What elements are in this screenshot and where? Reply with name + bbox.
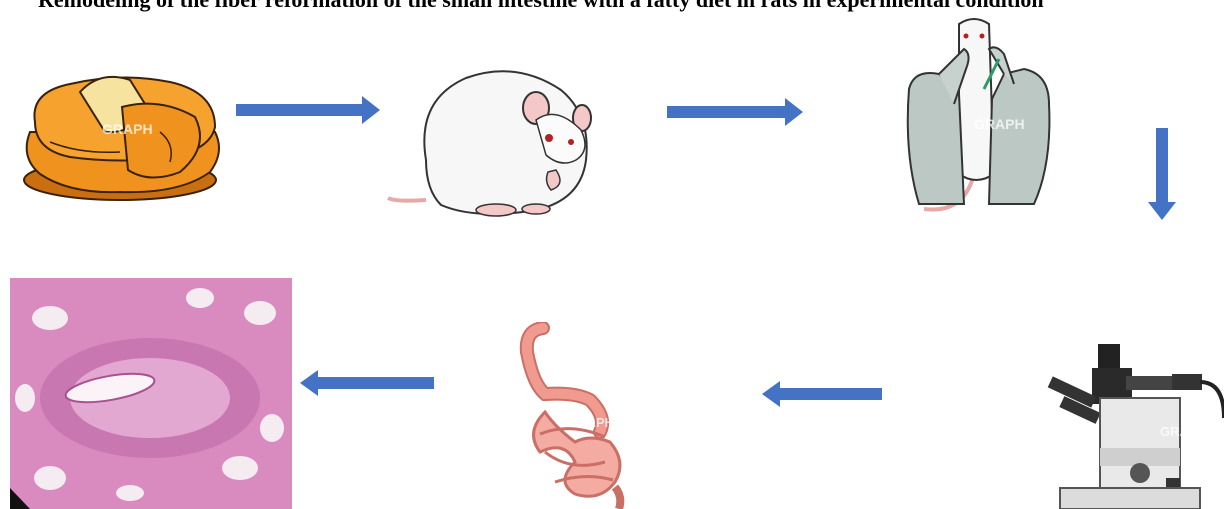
rat-icon [386,60,606,218]
arrow-3-down [1148,128,1176,225]
cheese-icon: GRAPH [10,62,228,204]
small-intestine-icon: GRAPH [515,322,635,509]
step-rat [386,60,606,218]
microscope-icon: GRAPH [1040,338,1224,509]
arrow-4-left [762,381,882,412]
step-injection: GRAPH [904,14,1054,224]
step-intestine: GRAPH [515,322,635,509]
arrow-1-right [236,96,380,129]
watermark-text: GRAPH [567,415,614,430]
step-fatty-diet: GRAPH [10,62,228,204]
figure-title: Remodeling of the fiber reformation of t… [0,0,1224,13]
watermark-text: GRAPH [102,121,153,137]
arrow-5-left [300,370,434,401]
step-microscope: GRAPH [1040,338,1224,509]
histology-section-icon [10,278,292,509]
watermark-text: GRAPH [974,116,1025,132]
gloved-hands-rat-icon: GRAPH [904,14,1054,224]
step-histology [10,278,292,509]
arrow-2-right [667,98,803,131]
watermark-text: GRAPH [1160,424,1207,439]
